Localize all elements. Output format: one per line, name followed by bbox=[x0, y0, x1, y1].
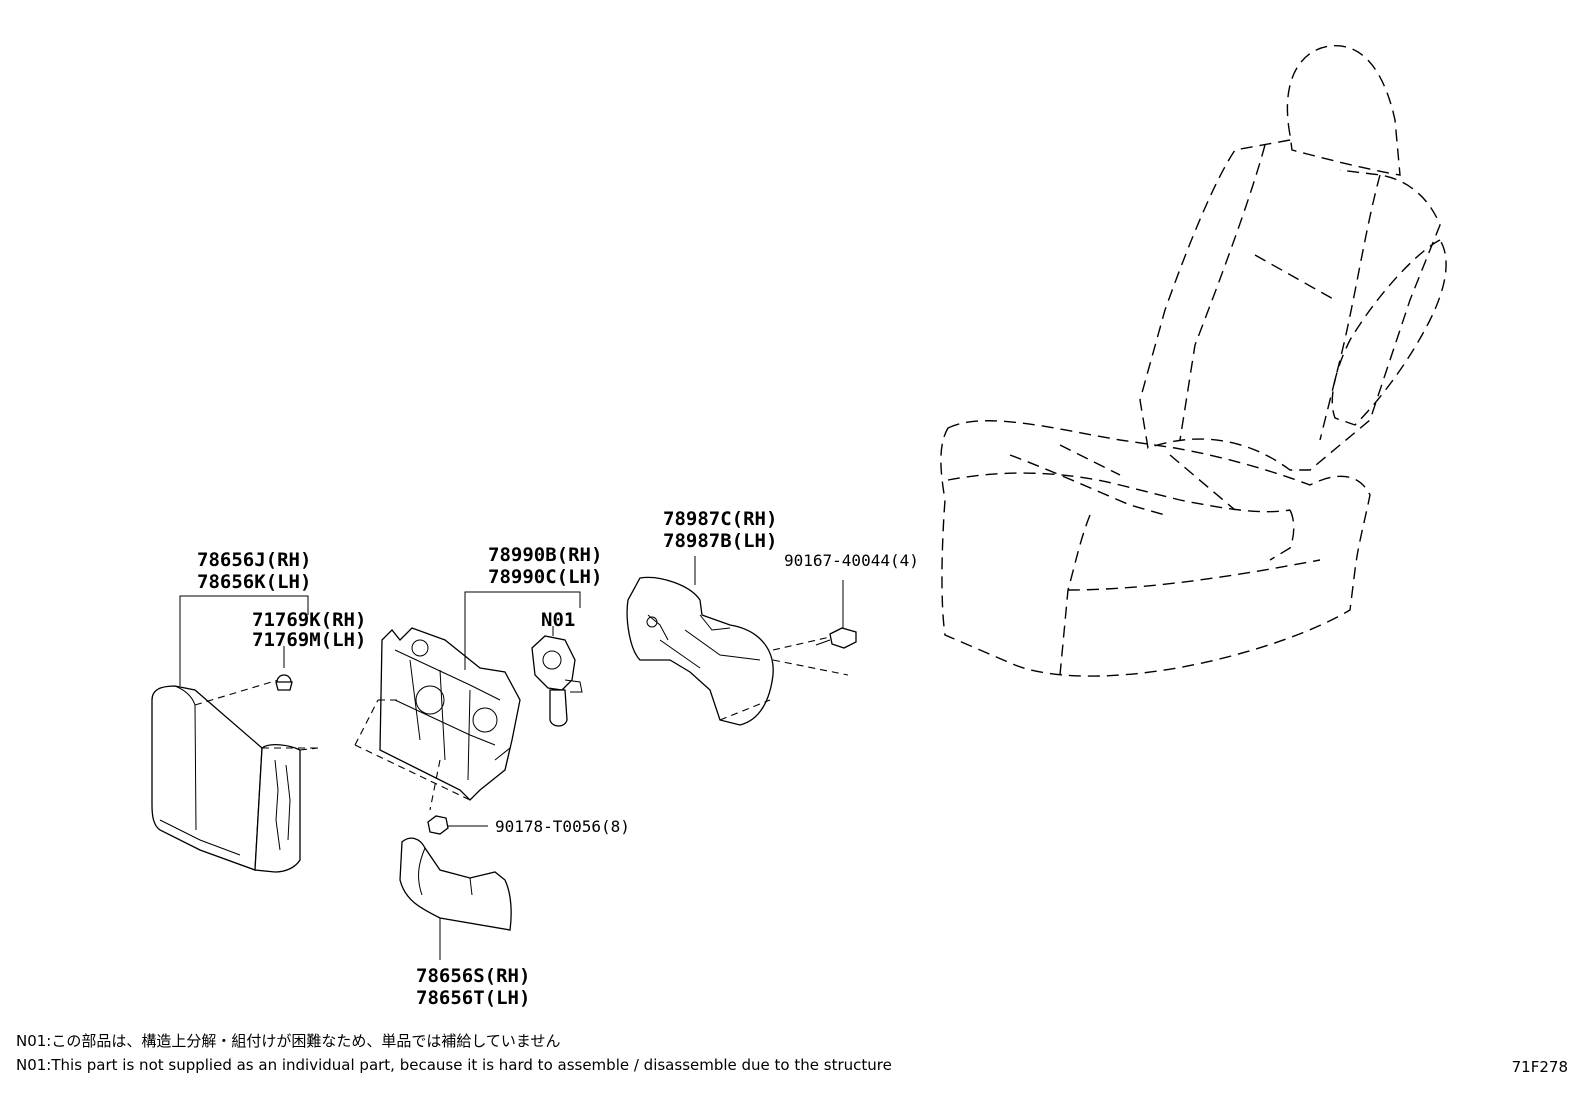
seat-cover-upper bbox=[151, 679, 319, 873]
label-clip-lh: 71769M(LH) bbox=[252, 629, 366, 651]
seat-bracket bbox=[626, 556, 849, 726]
leader-seat-adjuster bbox=[464, 591, 581, 670]
note-n01-japanese: N01:この部品は、構造上分解・組付けが困難なため、単品では補給していません bbox=[16, 1032, 561, 1050]
clip bbox=[275, 646, 293, 691]
adjuster-motor bbox=[531, 626, 583, 727]
label-motor-note-ref: N01 bbox=[541, 609, 575, 631]
label-clip-rh: 71769K(RH) bbox=[252, 609, 366, 631]
screw bbox=[815, 580, 857, 649]
diagram-code: 71F278 bbox=[1511, 1058, 1568, 1076]
label-bracket-rh: 78987C(RH) bbox=[663, 508, 777, 530]
label-seat-cover-upper-rh: 78656J(RH) bbox=[197, 549, 311, 571]
note-n01-english: N01:This part is not supplied as an indi… bbox=[16, 1056, 892, 1074]
nut bbox=[427, 815, 488, 835]
label-screw: 90167-40044(4) bbox=[784, 551, 919, 570]
label-adjuster-lh: 78990C(LH) bbox=[488, 566, 602, 588]
label-nut: 90178-T0056(8) bbox=[495, 817, 630, 836]
seat-adjuster bbox=[354, 627, 521, 811]
label-seat-cover-upper-lh: 78656K(LH) bbox=[197, 571, 311, 593]
label-bracket-lh: 78987B(LH) bbox=[663, 530, 777, 552]
seat-outline bbox=[940, 45, 1447, 677]
leader-seat-cover-upper bbox=[179, 595, 309, 686]
seat-cover-lower bbox=[399, 837, 512, 960]
label-adjuster-rh: 78990B(RH) bbox=[488, 544, 602, 566]
label-seat-cover-lower-rh: 78656S(RH) bbox=[416, 965, 530, 987]
label-seat-cover-lower-lh: 78656T(LH) bbox=[416, 987, 530, 1009]
